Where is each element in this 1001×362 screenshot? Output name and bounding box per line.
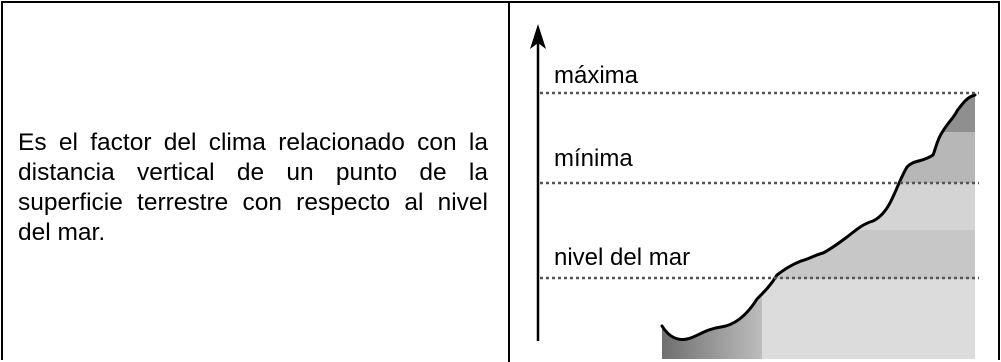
cell-divider (508, 3, 510, 362)
middle-band (662, 183, 975, 230)
low-area-shade (662, 279, 762, 359)
maxima-label: máxima (554, 62, 639, 89)
minima-label: mínima (554, 145, 633, 172)
summit-band (662, 95, 975, 132)
altitude-diagram: máxima mínima nivel del mar (530, 24, 979, 359)
upper-band (662, 132, 975, 183)
terrain-profile-line (660, 93, 977, 341)
sea-level-label: nivel del mar (554, 244, 690, 271)
axis-arrowhead-icon (530, 24, 546, 49)
definition-text: Es el factor del clima relacionado con l… (18, 129, 488, 246)
